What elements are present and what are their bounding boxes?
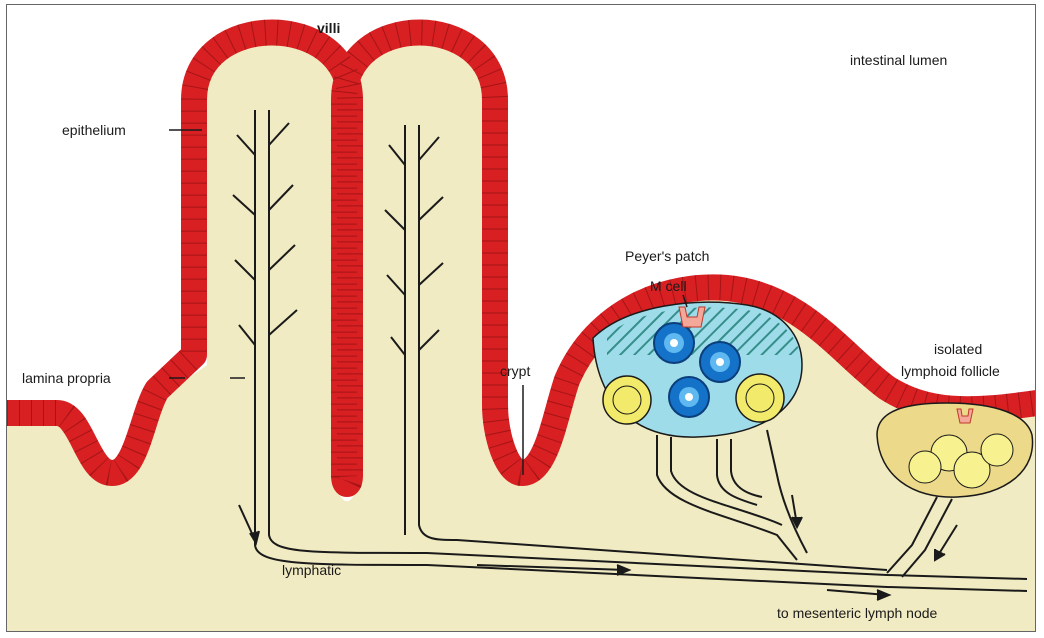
label-crypt: crypt <box>500 363 530 379</box>
label-epithelium: epithelium <box>62 122 126 138</box>
label-isolated-follicle-2: lymphoid follicle <box>901 363 1000 379</box>
blue-follicle <box>700 342 740 382</box>
yellow-follicle <box>736 374 784 422</box>
blue-follicle <box>669 377 709 417</box>
label-lamina-propria: lamina propria <box>22 370 111 386</box>
label-villi: villi <box>317 20 340 36</box>
yellow-follicle <box>603 376 651 424</box>
label-peyers-patch: Peyer's patch <box>625 248 709 264</box>
label-lymphatic: lymphatic <box>282 562 341 578</box>
diagram-frame: villi intestinal lumen epithelium Peyer'… <box>6 4 1036 632</box>
blue-follicle <box>654 323 694 363</box>
label-m-cell: M cell <box>650 278 687 294</box>
intestine-diagram: villi intestinal lumen epithelium Peyer'… <box>7 5 1036 632</box>
label-mesenteric: to mesenteric lymph node <box>777 605 938 621</box>
label-isolated-follicle-1: isolated <box>934 341 982 357</box>
label-intestinal-lumen: intestinal lumen <box>850 52 947 68</box>
peyers-patch <box>593 302 802 437</box>
